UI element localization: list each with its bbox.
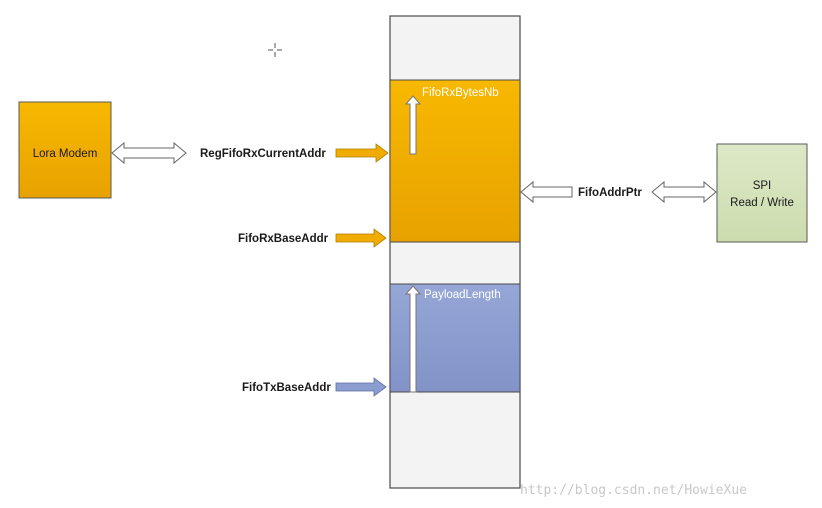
spi-subtitle: Read / Write xyxy=(730,197,794,209)
rx-base-addr-label: FifoRxBaseAddr xyxy=(238,233,329,245)
crosshair-cursor-icon xyxy=(268,43,282,57)
watermark: http://blog.csdn.net/HowieXue xyxy=(520,483,747,498)
tx-base-addr-arrow xyxy=(335,377,387,397)
rx-current-addr-arrow xyxy=(335,143,389,163)
tx-base-addr-label: FifoTxBaseAddr xyxy=(242,382,331,394)
spi-box: SPI Read / Write xyxy=(716,143,808,243)
lora-modem-label: Lora Modem xyxy=(33,148,98,160)
payload-length-arrow xyxy=(404,285,422,393)
addr-ptr-arrow xyxy=(520,180,573,204)
fifo-buffer: FifoRxBytesNb PayloadLength xyxy=(389,15,521,489)
rx-bytes-arrow xyxy=(404,95,422,155)
rx-current-addr-label: RegFifoRxCurrentAddr xyxy=(200,148,326,160)
addr-ptr-label: FifoAddrPtr xyxy=(578,187,642,199)
spi-link-double-arrow xyxy=(651,180,717,204)
rx-base-addr-arrow xyxy=(335,228,387,248)
payload-length-label: PayloadLength xyxy=(424,289,501,301)
rx-bytes-label: FifoRxBytesNb xyxy=(422,87,499,99)
modem-link-double-arrow xyxy=(111,141,187,165)
lora-modem-box: Lora Modem xyxy=(18,101,112,199)
spi-title: SPI xyxy=(753,180,772,192)
